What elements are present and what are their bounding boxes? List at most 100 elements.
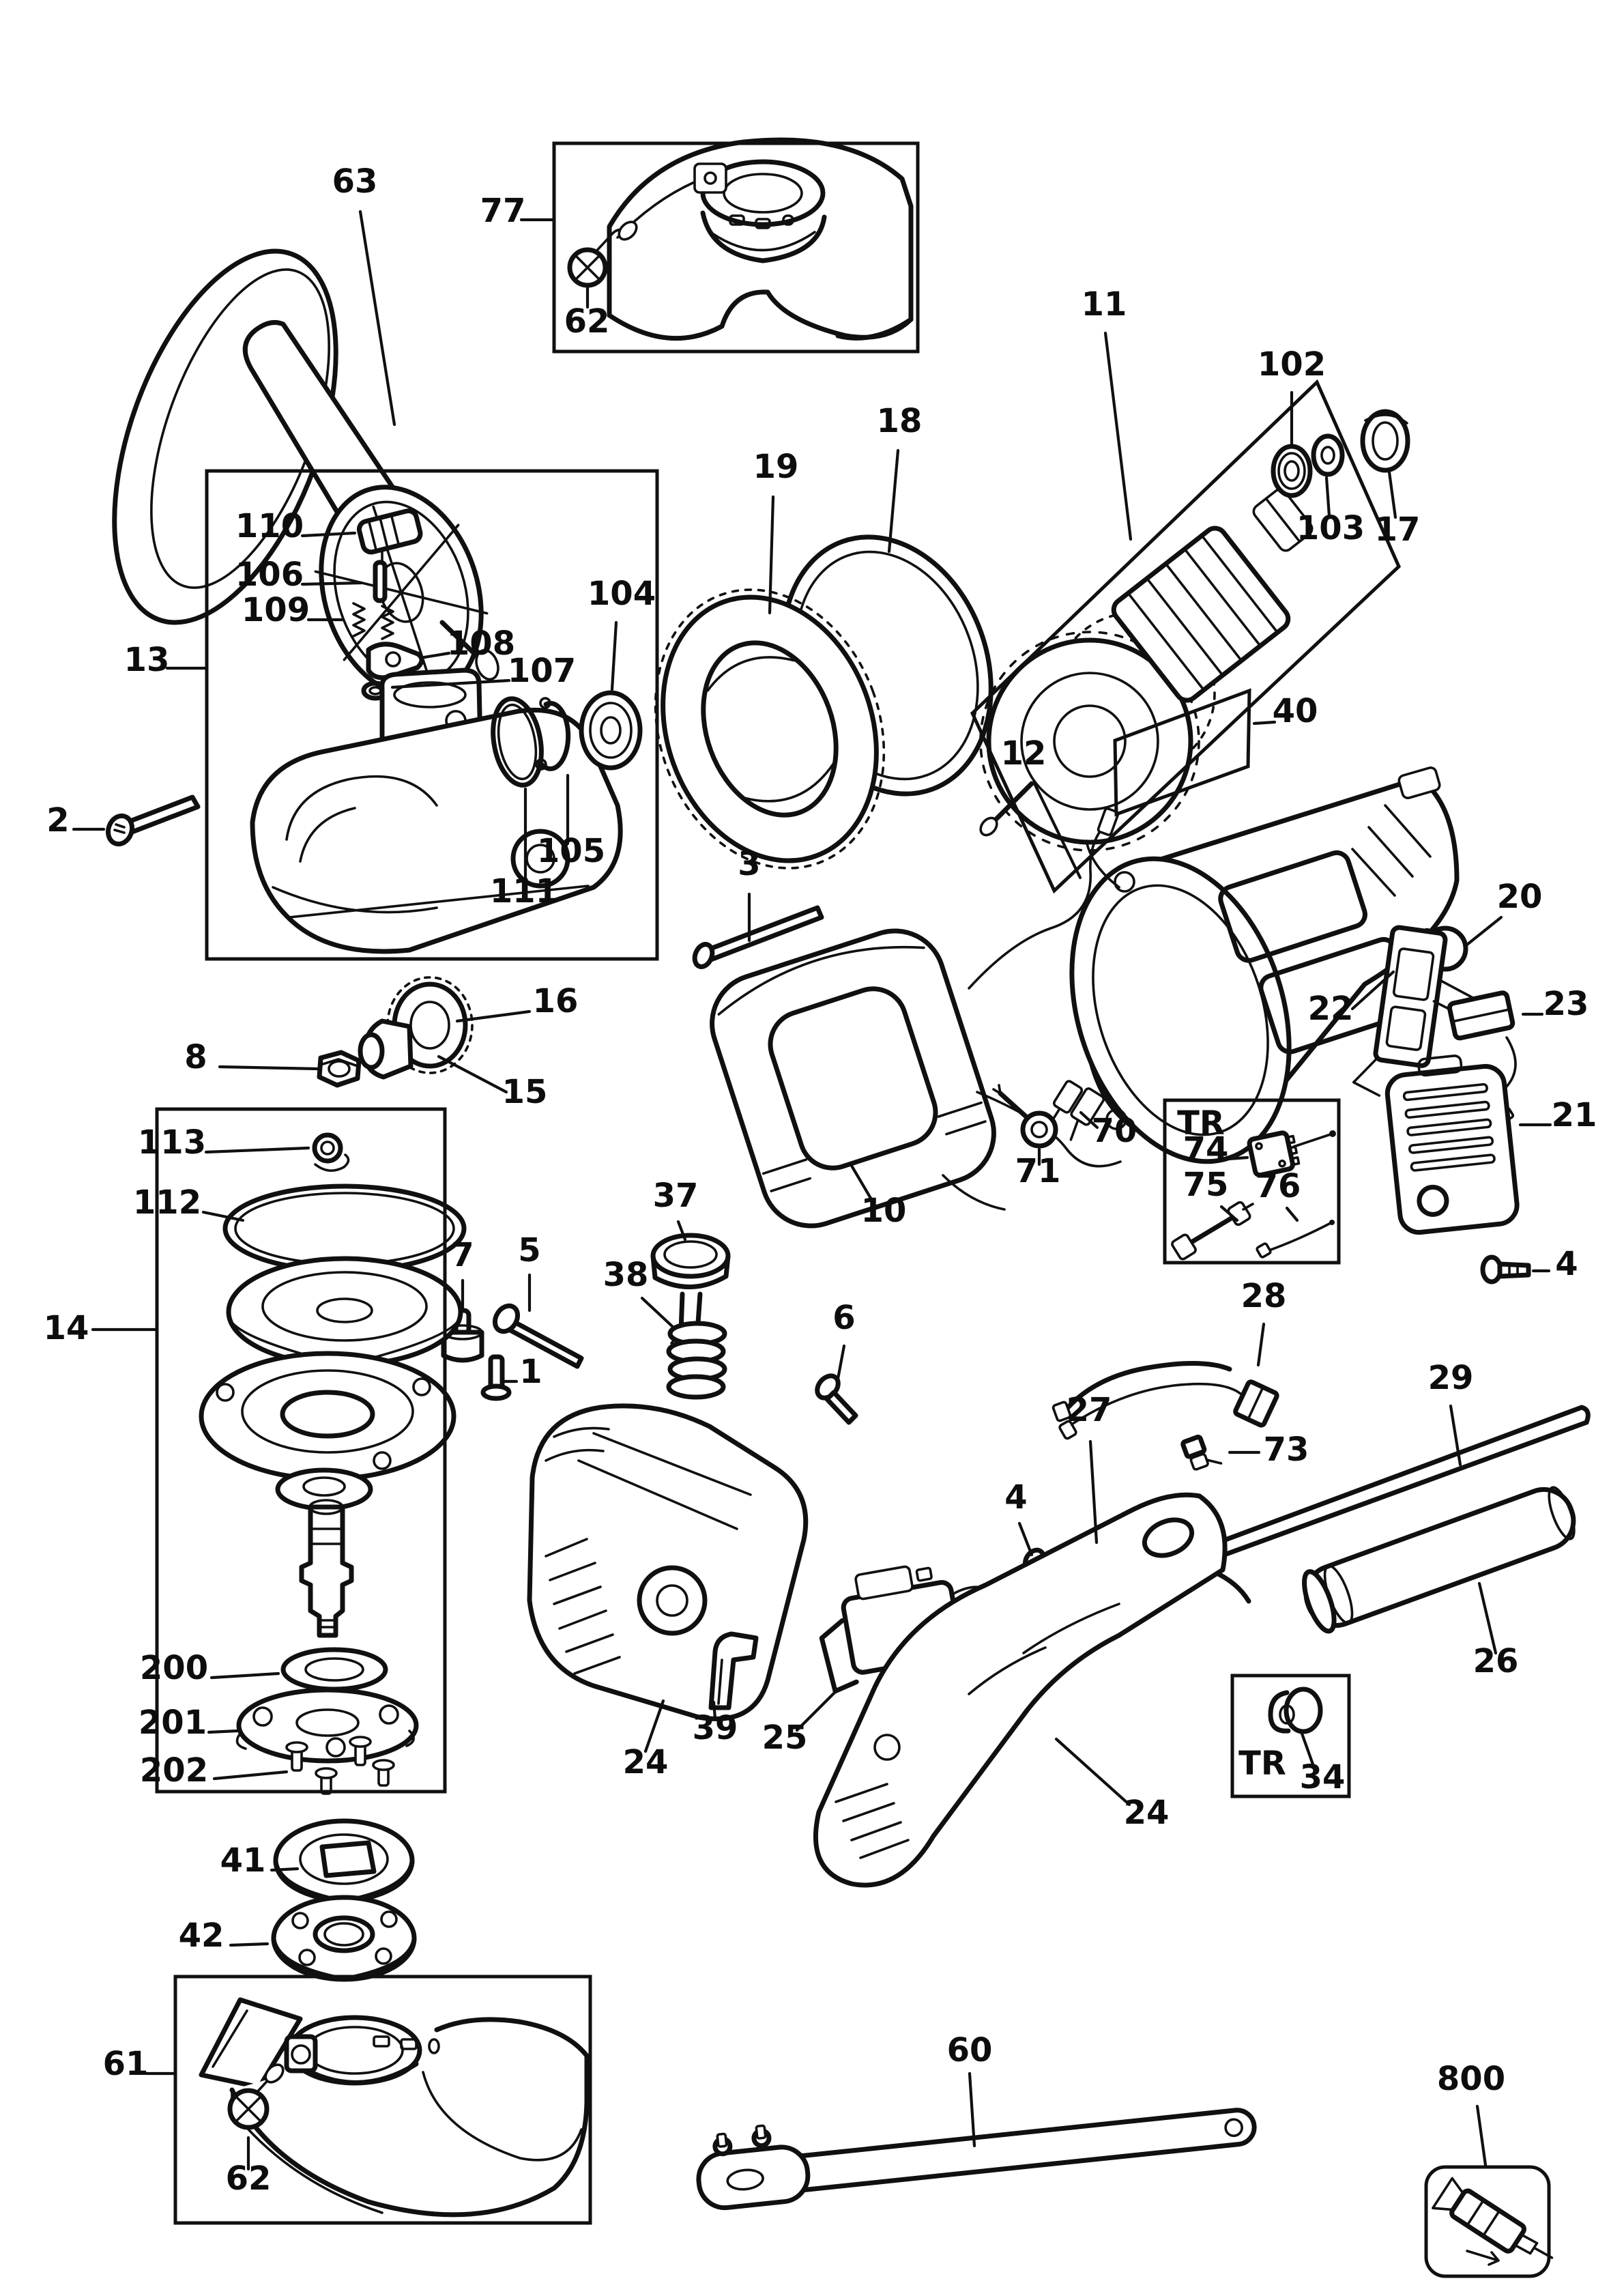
leader-line-44 bbox=[1088, 1439, 1099, 1545]
callout-61: 61 bbox=[103, 2045, 149, 2083]
part-tr-wire-76 bbox=[1256, 1220, 1335, 1259]
leader-line-6 bbox=[1387, 470, 1397, 519]
callout-4: 4 bbox=[1555, 1245, 1578, 1283]
spindle-box bbox=[155, 1107, 447, 1794]
leader-line-32 bbox=[1226, 1156, 1249, 1161]
part-tr-bushing-34 bbox=[1268, 1687, 1323, 1734]
leader-line-59 bbox=[270, 1867, 300, 1872]
callout-77: 77 bbox=[480, 192, 526, 230]
leader-line-26 bbox=[1350, 970, 1395, 1011]
cutoff-guard-box bbox=[173, 1975, 592, 2225]
leader-line-33 bbox=[1219, 1205, 1239, 1222]
callout-21: 21 bbox=[1552, 1096, 1597, 1134]
part-carbon-brush bbox=[1447, 990, 1516, 1041]
leader-line-35 bbox=[850, 1164, 876, 1206]
leader-line-49 bbox=[1449, 1404, 1462, 1467]
part-brush-holder bbox=[1352, 925, 1479, 1097]
part-lock-springs-109 bbox=[352, 602, 394, 640]
callout-63: 63 bbox=[332, 162, 378, 201]
part-tr-module-74 bbox=[1247, 1130, 1301, 1178]
callout-75: 75 bbox=[1183, 1166, 1229, 1204]
callout-4: 4 bbox=[1004, 1478, 1027, 1517]
leader-line-3 bbox=[1103, 331, 1133, 541]
part-outer-flange-42 bbox=[271, 1895, 417, 1982]
leader-line-54 bbox=[1054, 1737, 1131, 1807]
callout-28: 28 bbox=[1241, 1277, 1287, 1315]
part-screws-202 bbox=[285, 1736, 395, 1795]
part-field-coil bbox=[710, 807, 1122, 1229]
part-screw-4-right bbox=[1480, 1254, 1531, 1285]
leader-line-52 bbox=[712, 1700, 717, 1721]
callout-8: 8 bbox=[184, 1038, 207, 1076]
tr-kit-box-upper bbox=[1163, 1098, 1341, 1265]
callout-24: 24 bbox=[623, 1743, 669, 1781]
callout-TR: TR bbox=[1238, 1745, 1286, 1783]
leader-line-39 bbox=[640, 1296, 675, 1329]
part-oring-111 bbox=[491, 696, 544, 788]
callout-111: 111 bbox=[490, 872, 558, 910]
callout-106: 106 bbox=[235, 556, 304, 594]
part-inner-flange-41 bbox=[273, 1818, 415, 1904]
leader-line-23 bbox=[455, 1009, 532, 1023]
part-lock-plate-108 bbox=[366, 642, 424, 680]
callout-112: 112 bbox=[133, 1183, 201, 1222]
part-washer-200 bbox=[280, 1647, 388, 1692]
leader-line-8 bbox=[768, 495, 775, 615]
leader-line-24 bbox=[218, 1065, 320, 1071]
callout-40: 40 bbox=[1273, 692, 1318, 730]
callout-41: 41 bbox=[220, 1841, 266, 1880]
leader-line-28 bbox=[204, 1146, 310, 1154]
tr-bushing-box bbox=[1230, 1674, 1351, 1798]
part-pin-3 bbox=[692, 905, 824, 969]
callout-25: 25 bbox=[762, 1719, 808, 1757]
callout-108: 108 bbox=[447, 625, 515, 663]
callout-110: 110 bbox=[235, 507, 304, 545]
callout-1: 1 bbox=[519, 1353, 542, 1391]
leader-line-38 bbox=[676, 1220, 687, 1242]
part-grip-26 bbox=[1302, 1486, 1576, 1634]
part-screw-6 bbox=[815, 1373, 858, 1425]
kit-800-box bbox=[1424, 2165, 1551, 2278]
callout-3: 3 bbox=[738, 845, 760, 883]
part-guard-screw-bottom bbox=[227, 2063, 285, 2130]
leader-line-43 bbox=[1256, 1322, 1266, 1367]
callout-34: 34 bbox=[1300, 1758, 1346, 1796]
part-screw-5 bbox=[492, 1303, 584, 1369]
leader-line-0 bbox=[358, 210, 396, 427]
leader-line-34 bbox=[1285, 1206, 1299, 1222]
leader-line-25 bbox=[437, 1054, 508, 1094]
leader-line-17 bbox=[1252, 720, 1277, 726]
part-snap-ring-105 bbox=[535, 697, 571, 771]
leader-line-50 bbox=[1477, 1581, 1498, 1655]
leader-line-5 bbox=[1324, 476, 1331, 518]
callout-76: 76 bbox=[1256, 1167, 1301, 1205]
part-spring-38 bbox=[666, 1321, 727, 1400]
callout-37: 37 bbox=[653, 1177, 699, 1215]
callout-16: 16 bbox=[533, 982, 579, 1020]
callout-71: 71 bbox=[1015, 1152, 1061, 1190]
part-fan-baffle bbox=[654, 588, 886, 870]
callout-2: 2 bbox=[46, 801, 69, 840]
callout-105: 105 bbox=[537, 832, 605, 870]
part-pin-wrench bbox=[696, 2108, 1257, 2211]
part-cutoff-guard bbox=[199, 1997, 590, 2218]
leader-line-60 bbox=[229, 1942, 270, 1947]
callout-200: 200 bbox=[140, 1649, 208, 1687]
part-motor-housing bbox=[1069, 766, 1460, 1164]
callout-26: 26 bbox=[1473, 1642, 1519, 1680]
part-screw-2 bbox=[105, 794, 201, 847]
callout-7: 7 bbox=[451, 1236, 474, 1274]
callout-109: 109 bbox=[242, 591, 310, 629]
leader-line-56 bbox=[209, 1671, 280, 1680]
callout-70: 70 bbox=[1092, 1112, 1137, 1150]
part-lock-lever-39 bbox=[708, 1631, 759, 1710]
callout-11: 11 bbox=[1082, 285, 1127, 324]
part-brush-cover bbox=[1384, 1054, 1520, 1235]
callout-202: 202 bbox=[140, 1751, 208, 1790]
leader-line-12 bbox=[418, 651, 451, 660]
part-tr-wire-tip bbox=[1329, 1130, 1336, 1137]
gear-case-box bbox=[205, 469, 659, 961]
callout-104: 104 bbox=[588, 575, 656, 613]
nameplate-40 bbox=[1113, 688, 1251, 817]
